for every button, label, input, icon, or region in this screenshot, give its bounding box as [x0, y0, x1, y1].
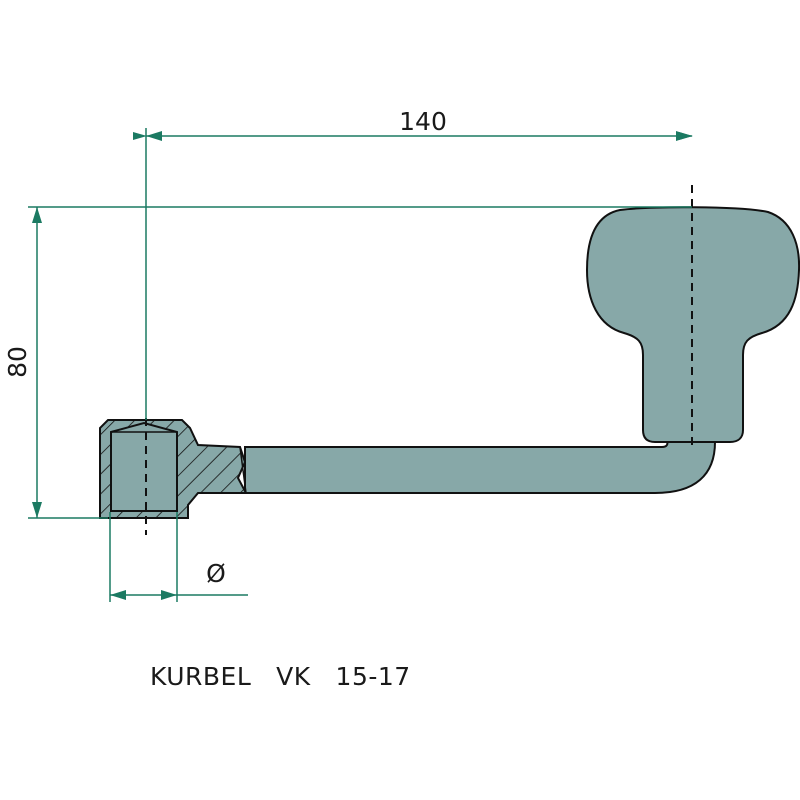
crank-arm-shaft: [244, 441, 717, 494]
dim-140-label: 140: [399, 107, 447, 136]
arrow-140-left: [146, 131, 162, 141]
arrow-80-top: [32, 207, 42, 223]
hub-bore: [110, 421, 178, 512]
dim-80-label: 80: [3, 346, 32, 378]
arrow-80-bottom: [32, 502, 42, 518]
crank-handle-knob: [585, 206, 800, 443]
arrow-dia-right: [161, 590, 177, 600]
arrow-dia-left: [110, 590, 126, 600]
arrow-140-right: [676, 131, 692, 141]
dim-diameter-label: Ø: [206, 559, 226, 588]
part-title: KURBEL VK 15-17: [150, 662, 411, 691]
